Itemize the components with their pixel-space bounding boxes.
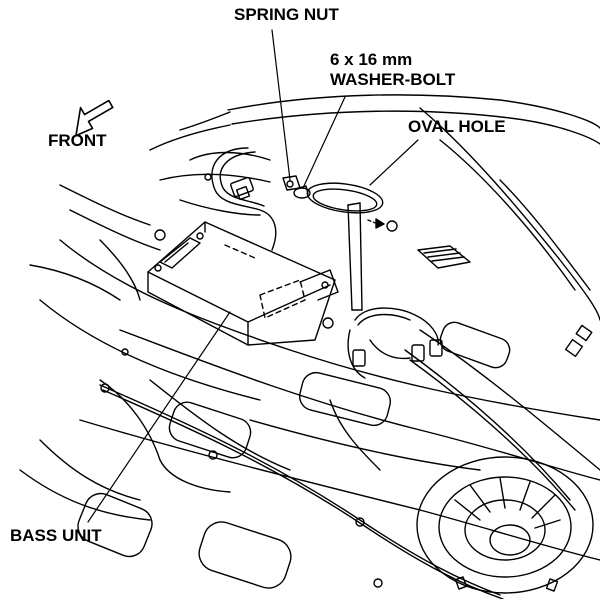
insert-arrow (367, 218, 385, 229)
floor-panel (19, 151, 600, 589)
leader-lines (87, 29, 419, 523)
woofer-speaker (416, 456, 594, 594)
bass-unit-label: BASS UNIT (10, 526, 102, 545)
washer-bolt-name-label: WASHER-BOLT (330, 70, 456, 89)
front-arrow-icon (75, 99, 114, 136)
shelf-grille (417, 245, 471, 269)
bass-unit-box (147, 221, 339, 346)
strap (347, 202, 363, 311)
connector-cluster (347, 307, 443, 379)
upper-harness (211, 147, 277, 251)
washer-bolt-size-label: 6 x 16 mm (330, 50, 413, 69)
shelf-outline (149, 94, 600, 321)
oval-hole-shape (306, 182, 384, 214)
washer-bolt-shape (293, 185, 311, 199)
spring-nut-label: SPRING NUT (234, 5, 339, 24)
rods (99, 329, 600, 599)
front-label: FRONT (48, 131, 107, 150)
oval-hole-label: OVAL HOLE (408, 117, 506, 136)
washer-bolt-label: 6 x 16 mm WASHER-BOLT (330, 50, 455, 90)
